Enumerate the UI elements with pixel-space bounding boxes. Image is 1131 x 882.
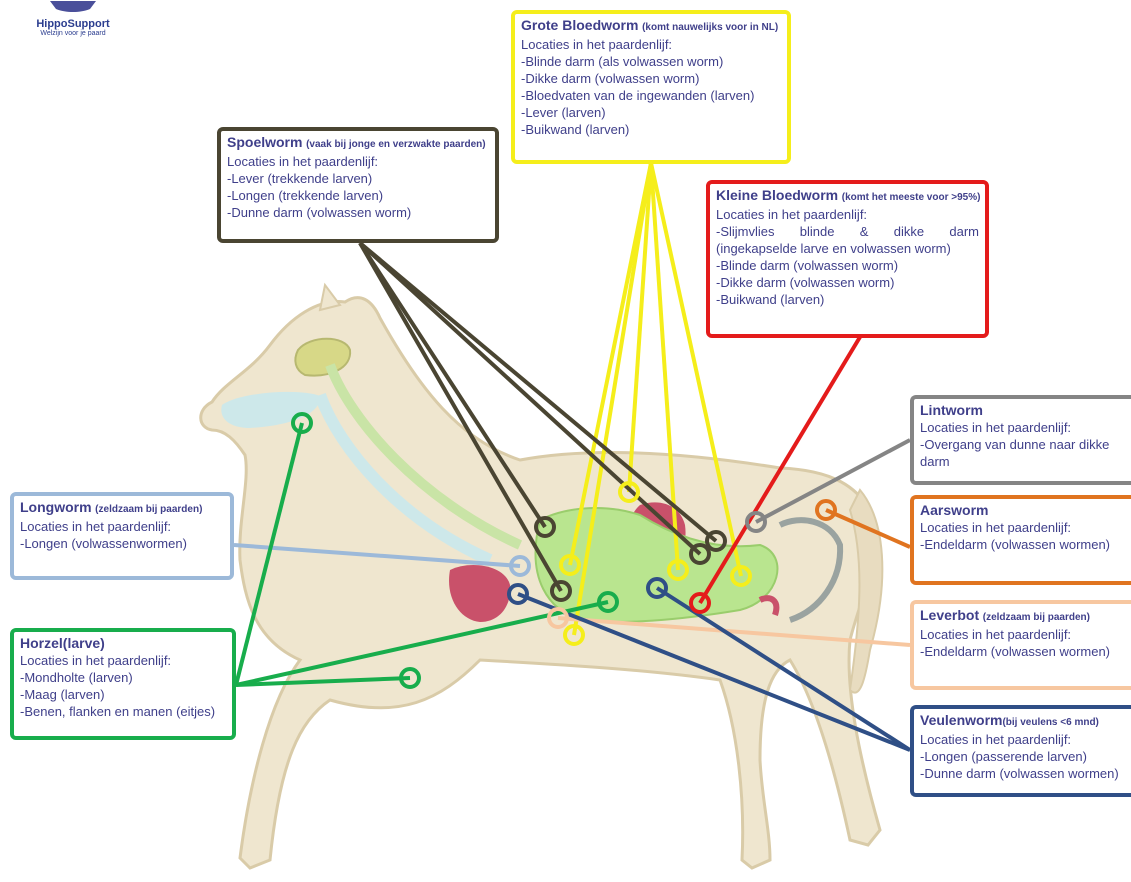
- box-longworm: Longworm (zeldzaam bij paarden) Locaties…: [10, 492, 234, 580]
- box-note: (komt het meeste voor >95%): [842, 192, 981, 203]
- box-title: Lintworm: [920, 402, 983, 418]
- horzel-connector-line: [236, 423, 302, 685]
- box-leverbot: Leverbot (zeldzaam bij paarden) Locaties…: [910, 600, 1131, 690]
- box-title: Aarsworm: [920, 502, 988, 518]
- box-spoelworm: Spoelworm (vaak bij jonge en verzwakte p…: [217, 127, 499, 243]
- veulenworm-connector-line: [518, 594, 910, 750]
- box-title: Grote Bloedworm: [521, 17, 638, 33]
- location-line: darm: [920, 453, 1126, 470]
- box-horzel: Horzel(larve) Locaties in het paardenlij…: [10, 628, 236, 740]
- box-note: (komt nauwelijks voor in NL): [642, 22, 778, 33]
- horzel-connector-line: [236, 602, 608, 685]
- location-line: -Overgang van dunne naar dikke: [920, 436, 1126, 453]
- box-note: (zeldzaam bij paarden): [95, 504, 202, 515]
- location-line: -Longen (trekkende larven): [227, 187, 489, 204]
- box-grote-bloedworm: Grote Bloedworm (komt nauwelijks voor in…: [511, 10, 791, 164]
- box-heading: Locaties in het paardenlijf:: [716, 206, 979, 223]
- logo-brand: HippoSupport: [28, 18, 118, 30]
- location-line: -Dunne darm (volwassen worm): [227, 204, 489, 221]
- location-line: -Maag (larven): [20, 686, 226, 703]
- box-title: Leverbot: [920, 607, 979, 623]
- longworm-connector-line: [234, 545, 520, 566]
- box-heading: Locaties in het paardenlijf:: [521, 36, 781, 53]
- location-line: -Dikke darm (volwassen worm): [521, 70, 781, 87]
- box-title: Longworm: [20, 499, 92, 515]
- location-line: -Blinde darm (volwassen worm): [716, 257, 979, 274]
- location-line: -Buikwand (larven): [521, 121, 781, 138]
- location-line: -Slijmvlies blinde & dikke darm: [716, 223, 979, 240]
- box-veulenworm: Veulenworm(bij veulens <6 mnd) Locaties …: [910, 705, 1131, 797]
- box-note: (vaak bij jonge en verzwakte paarden): [306, 139, 486, 150]
- spoelworm-connector-line: [360, 243, 716, 541]
- location-line: -Endeldarm (volwassen wormen): [920, 536, 1126, 553]
- box-title: Spoelworm: [227, 134, 302, 150]
- box-heading: Locaties in het paardenlijf:: [20, 518, 224, 535]
- location-line: -Dunne darm (volwassen wormen): [920, 765, 1126, 782]
- box-heading: Locaties in het paardenlijf:: [227, 153, 489, 170]
- spoelworm-connector-line: [360, 243, 561, 591]
- location-line: -Lever (larven): [521, 104, 781, 121]
- box-kleine-bloedworm: Kleine Bloedworm (komt het meeste voor >…: [706, 180, 989, 338]
- grote-bloedworm-connector-line: [574, 163, 651, 635]
- box-note: (bij veulens <6 mnd): [1002, 717, 1098, 728]
- aarsworm-connector-line: [826, 510, 910, 547]
- location-line: -Longen (passerende larven): [920, 748, 1126, 765]
- location-line: -Blinde darm (als volwassen worm): [521, 53, 781, 70]
- box-title: Kleine Bloedworm: [716, 187, 838, 203]
- box-title: Veulenworm: [920, 712, 1002, 728]
- logo-tagline: Welzijn voor je paard: [28, 30, 118, 37]
- location-line: -Buikwand (larven): [716, 291, 979, 308]
- shield-icon: [50, 1, 96, 13]
- box-title: Horzel(larve): [20, 635, 105, 651]
- box-lintworm: Lintworm Locaties in het paardenlijf: -O…: [910, 395, 1131, 485]
- box-aarsworm: Aarsworm Locaties in het paardenlijf: -E…: [910, 495, 1131, 585]
- location-line: -Mondholte (larven): [20, 669, 226, 686]
- location-line: -Benen, flanken en manen (eitjes): [20, 703, 226, 720]
- logo: HippoSupport Welzijn voor je paard: [28, 0, 118, 37]
- location-line: -Longen (volwassenwormen): [20, 535, 224, 552]
- location-line: -Bloedvaten van de ingewanden (larven): [521, 87, 781, 104]
- location-line: -Dikke darm (volwassen worm): [716, 274, 979, 291]
- location-line: -Lever (trekkende larven): [227, 170, 489, 187]
- box-heading: Locaties in het paardenlijf:: [920, 419, 1126, 436]
- box-note: (zeldzaam bij paarden): [983, 612, 1090, 623]
- box-heading: Locaties in het paardenlijf:: [920, 731, 1126, 748]
- box-heading: Locaties in het paardenlijf:: [20, 652, 226, 669]
- location-line: (ingekapselde larve en volwassen worm): [716, 240, 979, 257]
- kleine-bloedworm-connector-line: [700, 337, 860, 603]
- location-line: -Endeldarm (volwassen wormen): [920, 643, 1126, 660]
- box-heading: Locaties in het paardenlijf:: [920, 626, 1126, 643]
- box-heading: Locaties in het paardenlijf:: [920, 519, 1126, 536]
